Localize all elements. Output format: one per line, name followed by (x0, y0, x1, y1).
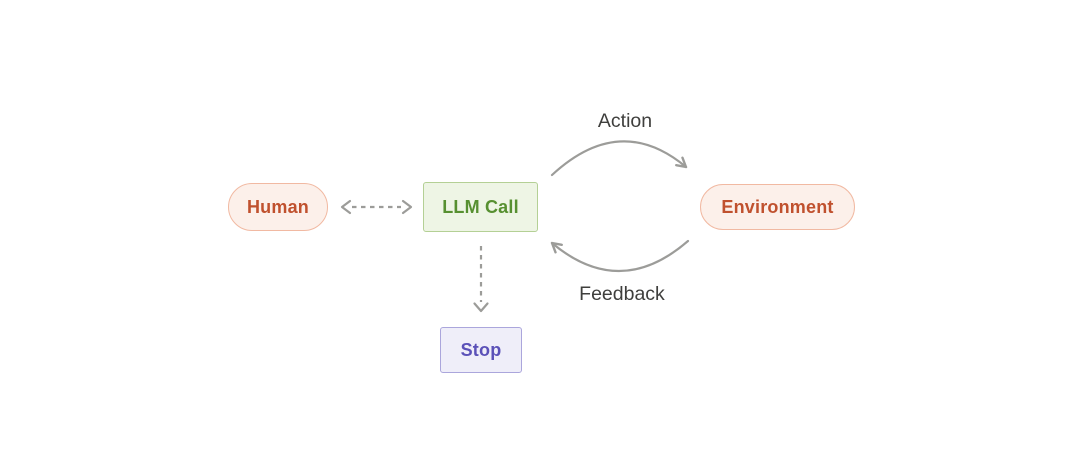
stop-node: Stop (440, 327, 522, 373)
left-chevron-icon (340, 199, 352, 215)
human-llm-dashed-arrow (340, 199, 413, 215)
environment-node: Environment (700, 184, 855, 230)
feedback-arrow (550, 239, 690, 273)
human-node: Human (228, 183, 328, 231)
right-chevron-icon (401, 199, 413, 215)
human-node-label: Human (246, 196, 309, 217)
action-arrow (550, 140, 688, 177)
llm-call-node-label: LLM Call (442, 196, 519, 217)
environment-node-label: Environment (721, 196, 834, 217)
llm-stop-dashed-arrow (473, 246, 489, 313)
down-chevron-icon (473, 302, 489, 313)
action-edge-label: Action (597, 110, 653, 132)
stop-node-label: Stop (460, 339, 502, 360)
llm-call-node: LLM Call (423, 182, 538, 232)
feedback-edge-label: Feedback (579, 283, 665, 305)
